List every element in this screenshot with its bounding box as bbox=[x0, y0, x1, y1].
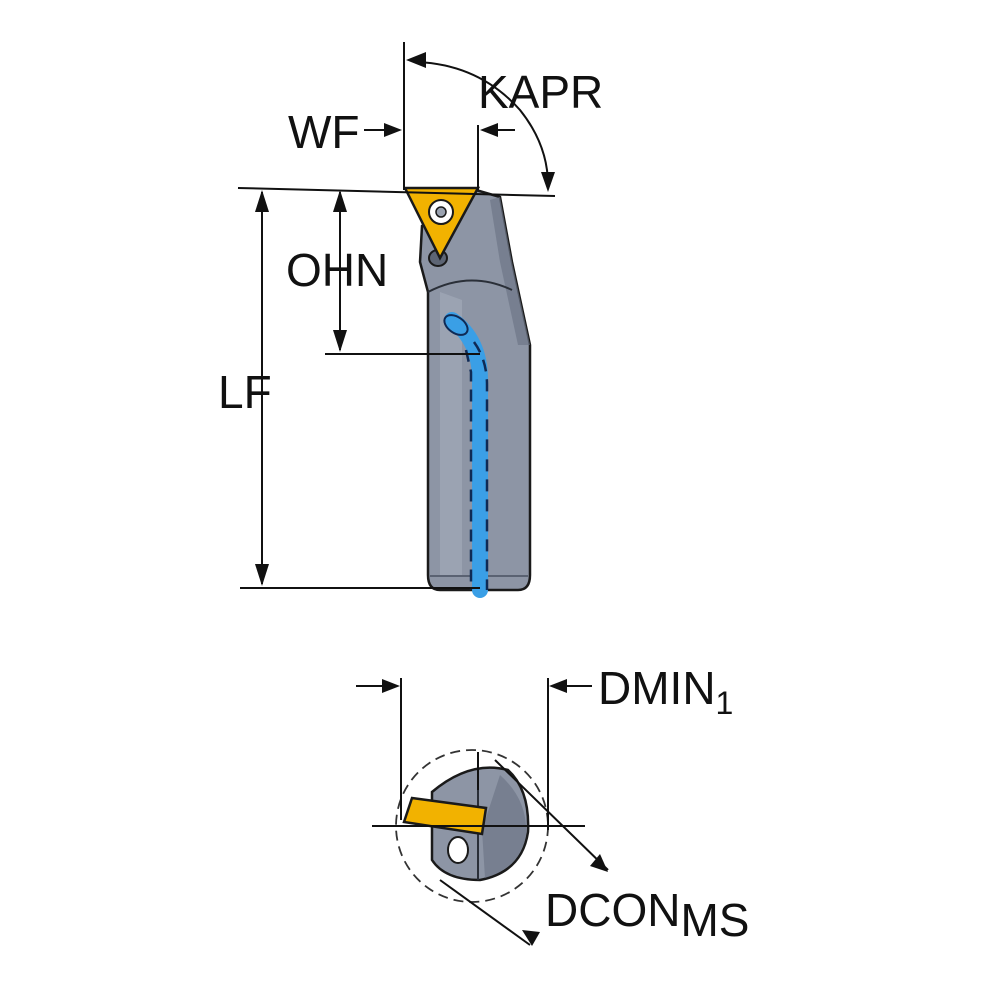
kapr-arc-arrow-bottom bbox=[541, 172, 555, 192]
top-ref-line bbox=[237, 187, 556, 197]
dcon-label-main: DCON bbox=[545, 884, 680, 936]
dmin-right-arrow-head bbox=[549, 679, 567, 693]
insert-screw-center bbox=[435, 206, 447, 218]
ohn-arrow-top bbox=[333, 190, 347, 212]
head-shading bbox=[490, 197, 530, 345]
end-view: DMIN1 DCONMS bbox=[356, 662, 749, 946]
lf-label: LF bbox=[218, 366, 272, 418]
neck-contour bbox=[427, 279, 513, 293]
dcon-label-sub: MS bbox=[680, 894, 749, 946]
kapr-label: KAPR bbox=[478, 66, 603, 118]
dcon-ext-line-lower bbox=[439, 879, 531, 946]
kapr-arrow-head bbox=[480, 123, 498, 137]
ohn-arrow-bottom bbox=[333, 330, 347, 352]
side-view: KAPR WF OHN LF bbox=[218, 42, 603, 598]
dmin-label-sub: 1 bbox=[716, 685, 734, 721]
dmin-label: DMIN1 bbox=[598, 662, 733, 721]
end-coolant-hole bbox=[447, 836, 469, 864]
dcon-ext-line-upper bbox=[494, 759, 609, 871]
dcon-arrow-upper bbox=[590, 854, 608, 872]
dcon-arrow-lower bbox=[522, 930, 540, 946]
coolant-outlet bbox=[443, 314, 469, 336]
wf-label: WF bbox=[288, 106, 360, 158]
ohn-label: OHN bbox=[286, 244, 388, 296]
shank-highlight bbox=[440, 292, 462, 575]
dmin-label-main: DMIN bbox=[598, 662, 716, 714]
lf-arrow-top bbox=[255, 190, 269, 212]
wf-arrow-head bbox=[384, 123, 402, 137]
coolant-dashes bbox=[464, 349, 473, 590]
lf-arrow-bottom bbox=[255, 564, 269, 586]
kapr-arc-arrow-top bbox=[406, 52, 426, 68]
coolant-dashes-2 bbox=[472, 341, 489, 590]
kapr-angle-arc bbox=[417, 61, 549, 186]
dcon-label: DCONMS bbox=[545, 884, 749, 946]
dmin-left-arrow-head bbox=[382, 679, 400, 693]
